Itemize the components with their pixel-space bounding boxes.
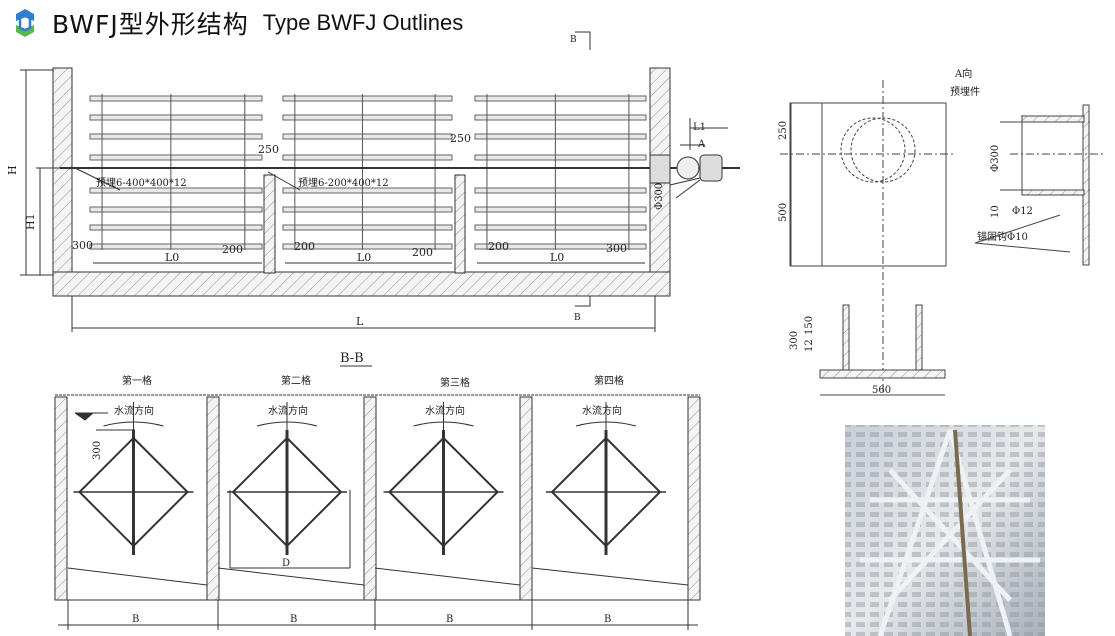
dim-250: 250: [450, 132, 471, 145]
flow-direction-label: 水流方向: [114, 404, 154, 417]
frame-rail: [89, 206, 263, 213]
dim-L0: L0: [550, 251, 564, 264]
cell-label-4: 第四格: [594, 374, 624, 387]
section-marker-top: B: [570, 35, 577, 45]
header: BWFJ型外形结构 Type BWFJ Outlines: [12, 6, 463, 40]
view-A-label: A: [697, 139, 706, 150]
dim-300: 300: [789, 331, 800, 350]
flow-direction-label: 水流方向: [425, 404, 465, 417]
section-bb-labels: B-B 第一格 第二格 第三格 第四格 水流方向 水流方向 水流方向 水流方向 …: [92, 351, 624, 625]
dim-phi300: Φ300: [990, 145, 1001, 172]
frame-rail: [89, 224, 263, 231]
frame-rail: [282, 206, 453, 213]
frame-rail: [89, 133, 263, 140]
frame-rail: [89, 243, 263, 250]
left-wall: [52, 67, 73, 274]
embed-detail: [780, 80, 1105, 396]
dim-D: D: [282, 558, 290, 569]
frame-rail: [474, 95, 647, 102]
flow-direction-label: 水流方向: [582, 404, 622, 417]
plan-view: [20, 31, 740, 332]
frame-rail: [282, 133, 453, 140]
dim-phi300: Φ300: [654, 183, 665, 210]
frame-rail: [474, 224, 647, 231]
dim-B: B: [604, 614, 611, 625]
dim-200: 200: [294, 240, 315, 253]
dim-500: 500: [778, 203, 789, 222]
frame-rail: [89, 187, 263, 194]
dim-L0: L0: [165, 251, 179, 264]
dim-10: 10: [990, 205, 1001, 218]
frame-rail: [474, 243, 647, 250]
section-wall: [687, 396, 701, 601]
frame-rail: [89, 154, 263, 161]
dim-300: 300: [72, 239, 93, 252]
dim-250: 250: [258, 143, 279, 156]
cell-label-3: 第三格: [440, 376, 470, 389]
frame-rail: [474, 187, 647, 194]
embed-subtitle: 预埋件: [950, 86, 980, 98]
dim-H1: H1: [24, 213, 37, 230]
floor-slab: [52, 271, 671, 297]
embed-title: A向: [954, 67, 972, 80]
dim-H: H: [6, 165, 19, 175]
dim-300: 300: [606, 242, 627, 255]
dim-560: 560: [872, 385, 891, 396]
sloped-floor: [531, 567, 689, 586]
flow-direction-label: 水流方向: [268, 404, 308, 417]
dim-200: 200: [412, 246, 433, 259]
plan-dimension-labels: H H1 L L0 L0 L0 300 200 200 200 200 300 …: [6, 35, 706, 328]
embed-plate-front: [789, 102, 947, 267]
dim-L: L: [356, 315, 364, 328]
dim-B: B: [132, 614, 139, 625]
section-title: B-B: [340, 351, 364, 366]
frame-rail: [89, 95, 263, 102]
divider-wall: [263, 174, 276, 274]
dim-12: 12: [804, 339, 815, 352]
dim-phi12: Φ12: [1012, 206, 1033, 217]
frame-rail: [474, 154, 647, 161]
section-wall: [206, 396, 220, 601]
page-subtitle: Type BWFJ Outlines: [262, 10, 464, 35]
frame-rail: [474, 133, 647, 140]
dim-250: 250: [778, 121, 789, 140]
embed-label-2: 预埋6-200*400*12: [298, 177, 389, 189]
dim-L0: L0: [357, 251, 371, 264]
installed-frame-photo: [845, 425, 1045, 636]
dim-B: B: [290, 614, 297, 625]
frame-rail: [474, 206, 647, 213]
frame-rail: [474, 114, 647, 121]
embed-label-1: 预埋6-400*400*12: [96, 177, 187, 189]
dim-200: 200: [222, 243, 243, 256]
section-marker-bottom: B: [574, 313, 581, 323]
divider-wall: [454, 174, 466, 274]
dim-200: 200: [488, 240, 509, 253]
frame-rail: [282, 95, 453, 102]
section-bb: [54, 365, 701, 630]
cell-label-1: 第一格: [122, 374, 152, 387]
dim-150: 150: [804, 316, 815, 335]
frame-rail: [282, 187, 453, 194]
section-wall: [363, 396, 377, 601]
embed-detail-labels: A向 预埋件 250 500 Φ300 10 Φ12 锚固钩Φ10 300 15…: [778, 67, 1033, 396]
logo-icon: [16, 9, 34, 37]
dim-300: 300: [92, 441, 103, 460]
section-wall: [519, 396, 533, 601]
cell-label-2: 第二格: [281, 374, 311, 387]
anchor-hook-label: 锚固钩Φ10: [977, 231, 1028, 243]
page-title: BWFJ型外形结构: [52, 10, 249, 39]
section-wall: [54, 396, 68, 601]
sloped-floor: [374, 567, 521, 586]
frame-rail: [282, 154, 453, 161]
dim-B: B: [446, 614, 453, 625]
sloped-floor: [217, 567, 365, 586]
motor-drive-icon: [649, 154, 723, 199]
sloped-floor: [67, 567, 208, 586]
frame-rail: [282, 243, 453, 250]
frame-rail: [282, 114, 453, 121]
frame-rail: [89, 114, 263, 121]
dim-L1: L1: [693, 122, 706, 133]
frame-rail: [282, 224, 453, 231]
